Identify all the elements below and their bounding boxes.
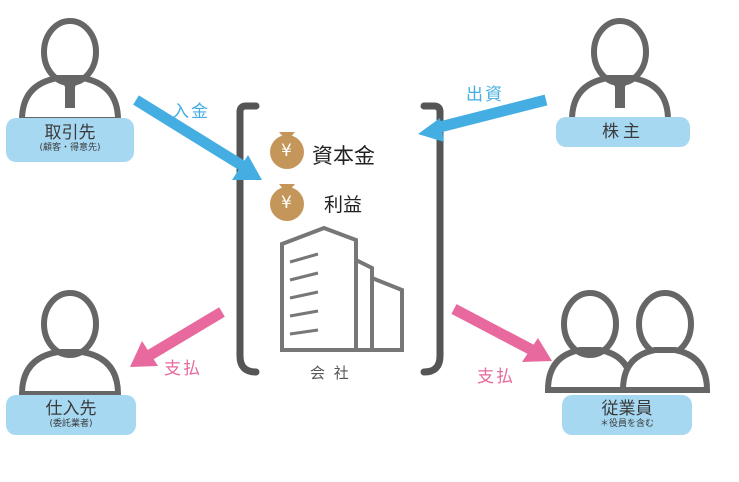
company-frame bbox=[236, 102, 444, 376]
capital-label: 資本金 bbox=[312, 144, 375, 168]
client-person-icon bbox=[18, 18, 122, 123]
payment-supplier-flow-label: 支払 bbox=[164, 359, 202, 379]
building-icon bbox=[280, 225, 404, 352]
income-flow-label: 入金 bbox=[172, 102, 210, 122]
profit-moneybag-icon bbox=[270, 184, 304, 221]
capital-moneybag-icon bbox=[270, 132, 304, 169]
profit-coin-symbol: ¥ bbox=[281, 193, 292, 213]
capital-coin-symbol: ¥ bbox=[281, 141, 292, 161]
employee-name: 従業員 bbox=[601, 399, 653, 419]
employee-note: ＊役員を含む bbox=[599, 419, 654, 429]
payment-supplier-arrow bbox=[130, 307, 225, 367]
shareholder-name: 株主 bbox=[602, 122, 644, 142]
company-label: 会 社 bbox=[310, 364, 351, 382]
supplier-name: 仕入先 bbox=[45, 399, 97, 419]
client-note: (顧客・得意先) bbox=[39, 143, 101, 153]
employee-label-box: 従業員 ＊役員を含む bbox=[562, 395, 692, 435]
profit-label: 利益 bbox=[324, 194, 363, 216]
supplier-note: (委託業者) bbox=[49, 419, 93, 429]
payment-employee-arrow bbox=[451, 304, 552, 362]
client-name: 取引先 bbox=[44, 123, 96, 143]
supplier-label-box: 仕入先 (委託業者) bbox=[6, 395, 136, 435]
employee-persons-icon bbox=[544, 290, 711, 393]
client-label-box: 取引先 (顧客・得意先) bbox=[6, 118, 134, 162]
shareholder-label-box: 株主 bbox=[556, 117, 690, 147]
investment-arrow bbox=[418, 94, 548, 142]
payment-employee-flow-label: 支払 bbox=[477, 367, 515, 387]
shareholder-person-icon bbox=[568, 18, 672, 123]
income-arrow bbox=[133, 95, 262, 180]
investment-flow-label: 出資 bbox=[466, 85, 504, 105]
supplier-person-icon bbox=[18, 290, 122, 397]
